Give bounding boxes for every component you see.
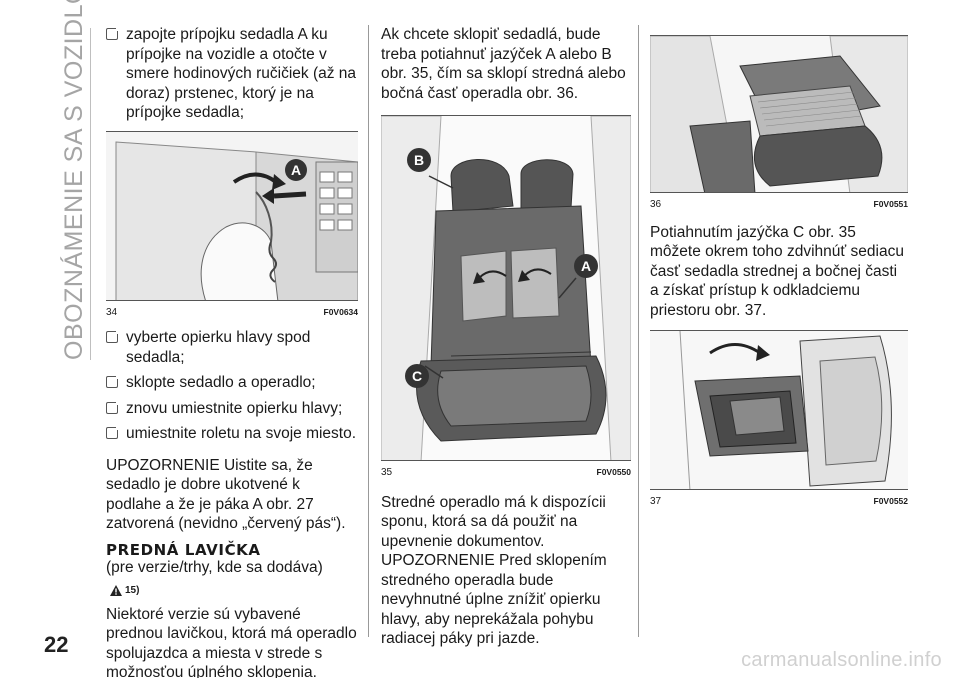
body-paragraph: Potiahnutím jazýčka C obr. 35 môžete okr… [650, 223, 904, 319]
figure-36-number: 36 [650, 199, 662, 210]
column-2: Ak chcete sklopiť sedadlá, bude treba po… [381, 25, 631, 649]
figure-35: B A C 35 F0V0550 [381, 115, 631, 483]
warning-paragraph: UPOZORNENIE Uistite sa, že sedadlo je do… [106, 456, 346, 533]
figure-37-illustration [650, 330, 908, 490]
figure-37: 37 F0V0552 [650, 330, 908, 512]
bullet-text: znovu umiestnite opierku hlavy; [126, 399, 343, 417]
checkbox-bullet-icon [106, 330, 120, 343]
checkbox-bullet-icon [106, 400, 120, 414]
figure-34: A 34 F0V0634 [106, 130, 359, 323]
figure-34-illustration: A [106, 130, 358, 301]
warning-reference: 15) [110, 581, 358, 601]
body-paragraph: Niektoré verzie sú vybavené prednou lavi… [106, 605, 357, 678]
figure-35-callout-a: A [581, 258, 591, 274]
column-divider [638, 25, 639, 637]
figure-35-callout-b: B [414, 152, 424, 168]
warning-reference-number: 15) [125, 585, 140, 596]
watermark: carmanualsonline.info [741, 649, 942, 671]
figure-36-illustration [650, 35, 908, 193]
checkbox-bullet-icon [106, 27, 120, 40]
figure-37-code: F0V0552 [873, 496, 909, 506]
warning-paragraph: UPOZORNENIE Pred sklopením stredného ope… [381, 552, 607, 647]
column-divider [368, 25, 369, 637]
bullet-item: sklopte sedadlo a operadlo; [106, 373, 358, 393]
checkbox-bullet-icon [106, 375, 120, 388]
intro-paragraph: Ak chcete sklopiť sedadlá, bude treba po… [381, 26, 626, 102]
column-3: 36 F0V0551 Potiahnutím jazýčka C obr. 35… [650, 25, 908, 512]
section-side-title: OBOZNÁMENIE SA S VOZIDLOM [58, 0, 90, 360]
section-side-title-text: OBOZNÁMENIE SA S VOZIDLOM [60, 0, 88, 360]
section-subheading: (pre verzie/trhy, kde sa dodáva) [106, 558, 323, 576]
figure-35-callout-c: C [412, 368, 422, 384]
bullet-text: vyberte opierku hlavy spod sedadla; [126, 329, 311, 366]
page-number: 22 [44, 632, 69, 657]
bullet-item: znovu umiestnite opierku hlavy; [106, 399, 358, 419]
figure-34-code: F0V0634 [323, 306, 359, 317]
bullet-text: sklopte sedadlo a operadlo; [126, 374, 316, 391]
figure-35-code: F0V0550 [596, 467, 632, 477]
bullet-text: zapojte prípojku sedadla A ku prípojke n… [126, 26, 357, 121]
bullet-item: umiestnite roletu na svoje miesto. [106, 424, 358, 444]
figure-36-code: F0V0551 [873, 199, 909, 209]
column-1: zapojte prípojku sedadla A ku prípojke n… [106, 25, 358, 678]
figure-37-number: 37 [650, 496, 662, 507]
figure-35-number: 35 [381, 467, 393, 478]
figure-34-number: 34 [106, 306, 118, 318]
bullet-item: vyberte opierku hlavy spod sedadla; [106, 328, 358, 367]
warning-triangle-icon [110, 585, 122, 597]
side-divider [90, 28, 91, 360]
section-heading: PREDNÁ LAVIČKA [106, 540, 261, 559]
bullet-item: zapojte prípojku sedadla A ku prípojke n… [106, 25, 358, 123]
checkbox-bullet-icon [106, 426, 120, 439]
bullet-text: umiestnite roletu na svoje miesto. [126, 425, 357, 442]
figure-34-callout-a: A [291, 162, 301, 178]
body-paragraph: Stredné operadlo má k dispozícii sponu, … [381, 493, 606, 550]
figure-35-illustration: B A C [381, 115, 631, 461]
figure-36: 36 F0V0551 [650, 35, 908, 215]
